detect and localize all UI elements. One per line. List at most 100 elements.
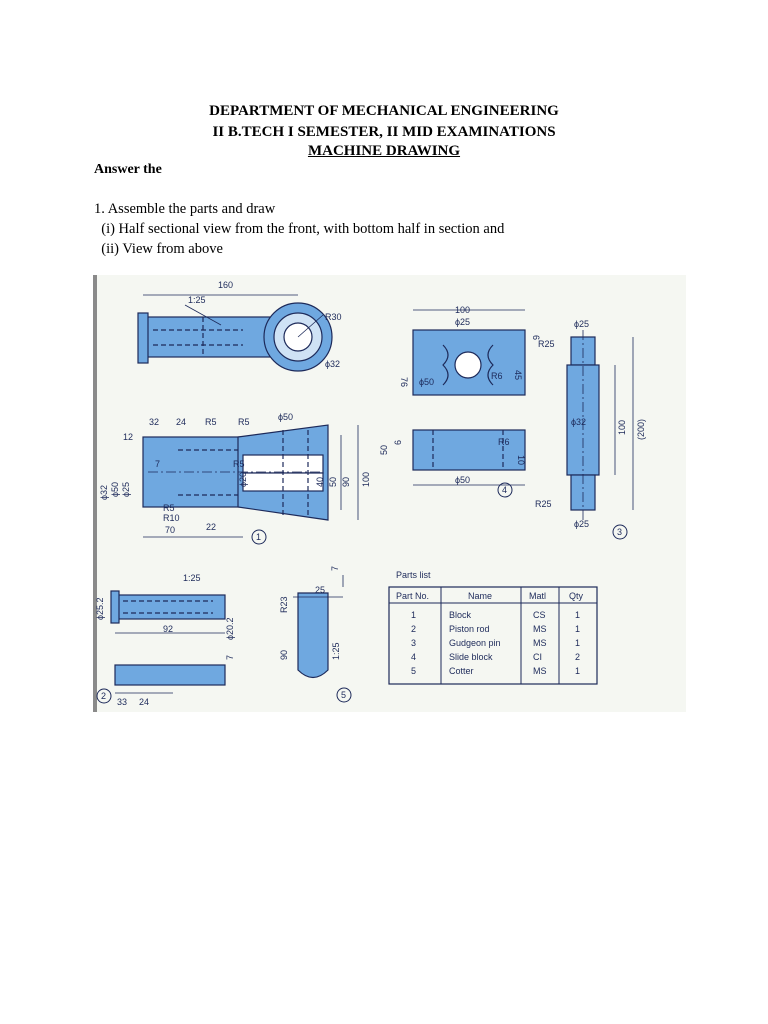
part1-top-flange: [137, 312, 149, 364]
dim-r30: R30: [325, 312, 342, 322]
table-row-5-partno: 5: [411, 666, 416, 676]
dim-phi50: ϕ50: [278, 412, 293, 422]
part-5-cotter: [293, 575, 344, 679]
p3-dim-phi25b: ϕ25: [574, 519, 589, 529]
table-row-1-name: Block: [449, 610, 472, 620]
p4-dim-r6: R6: [491, 371, 503, 381]
part-4-slide-block: [412, 309, 526, 486]
p3-dim-r25b: R25: [535, 499, 552, 509]
parts-list: Parts list Part No. Name Matl Qty 1 Bloc…: [388, 570, 598, 685]
table-row-1-qty: 1: [575, 610, 580, 620]
part1-r30-leader: [297, 314, 324, 338]
p5-dim-25: 25: [315, 585, 325, 595]
question-line-2: (i) Half sectional view from the front, …: [94, 221, 505, 237]
p2-dim-7: 7: [225, 655, 235, 660]
part4-number: 4: [502, 485, 507, 495]
subject-title: MACHINE DRAWING: [307, 143, 461, 159]
dim-phi32: ϕ32: [325, 359, 340, 369]
part1-number: 1: [256, 532, 261, 542]
table-row-3-qty: 1: [575, 638, 580, 648]
dim-phi20: ϕ20: [238, 472, 248, 487]
part5-number: 5: [341, 690, 346, 700]
parts-header-qty: Qty: [569, 591, 584, 601]
p2-dim-33: 33: [117, 697, 127, 707]
parts-header-matl: Matl: [529, 591, 546, 601]
p4-dim-100: 100: [455, 305, 470, 315]
part-1-block: [137, 294, 359, 538]
part2-labels: 1:25 ϕ25.2 92 ϕ20.2 7 33 24 2: [95, 573, 235, 707]
table-row-5-name: Cotter: [449, 666, 474, 676]
p4-dim-r6b: R6: [498, 437, 510, 447]
part4-front-view: [412, 429, 526, 471]
dim-r5-d: R5: [163, 503, 175, 513]
table-row-2-matl: MS: [533, 624, 547, 634]
table-row-5-qty: 1: [575, 666, 580, 676]
dim-taper-1: 1:25: [188, 295, 206, 305]
dim-r5-b: R5: [238, 417, 250, 427]
table-row-2-name: Piston rod: [449, 624, 490, 634]
p2-dim-24: 24: [139, 697, 149, 707]
dim-phi50-v: ϕ50: [110, 482, 120, 497]
p2-dim-phi25: ϕ25.2: [95, 597, 105, 620]
part5-labels: 7 25 R23 90 1:25 5: [279, 566, 352, 703]
dim-24: 24: [176, 417, 186, 427]
p4-dim-6: 6: [531, 335, 541, 340]
p4-dim-10: 10: [516, 455, 526, 465]
part1-taper-leader: [184, 304, 222, 326]
question-line-3: (ii) View from above: [94, 241, 223, 257]
parts-header-partno: Part No.: [396, 591, 429, 601]
p2-dim-taper: 1:25: [183, 573, 201, 583]
part2-rod: [114, 594, 226, 620]
dim-22: 22: [206, 522, 216, 532]
table-row-3-matl: MS: [533, 638, 547, 648]
table-row-1-partno: 1: [411, 610, 416, 620]
dim-90: 90: [341, 477, 351, 487]
table-row-2-qty: 1: [575, 624, 580, 634]
p3-dim-phi25: ϕ25: [574, 319, 589, 329]
part-3-gudgeon-pin: [566, 330, 634, 520]
part2-rod-view2: [114, 664, 226, 686]
department-title: DEPARTMENT OF MECHANICAL ENGINEERING: [209, 103, 559, 119]
dim-100-v: 100: [361, 472, 371, 487]
dim-r5-c: R5: [233, 459, 245, 469]
dim-phi32-v: ϕ32: [99, 485, 109, 500]
question: 1. Assemble the parts and draw (i) Half …: [94, 199, 504, 259]
p5-dim-7: 7: [330, 566, 340, 571]
table-row-1-matl: CS: [533, 610, 546, 620]
part2-number-circle: [96, 688, 112, 704]
table-row-4-name: Slide block: [449, 652, 493, 662]
part1-labels: 160 1:25 R30 ϕ32 32 24 R5 R5 ϕ50 12 7 ϕ3…: [99, 280, 371, 545]
p5-dim-90: 90: [279, 650, 289, 660]
table-row-2-partno: 2: [411, 624, 416, 634]
question-line-1: 1. Assemble the parts and draw: [94, 201, 276, 217]
machine-drawing: 160 1:25 R30 ϕ32 32 24 R5 R5 ϕ50 12 7 ϕ3…: [93, 275, 686, 712]
p4-dim-50: 50: [379, 445, 389, 455]
parts-table-border: [388, 586, 598, 685]
part4-labels: 100 ϕ25 6 76 45 ϕ50 R6 50 6 R6 10 ϕ50 4: [379, 305, 541, 498]
p5-dim-r23: R23: [279, 596, 289, 613]
part5-body: [297, 592, 329, 679]
table-row-3-partno: 3: [411, 638, 416, 648]
part1-number-circle: [251, 529, 267, 545]
dim-7: 7: [155, 459, 160, 469]
table-row-5-matl: MS: [533, 666, 547, 676]
part2-number: 2: [101, 691, 106, 701]
drawing-svg: 160 1:25 R30 ϕ32 32 24 R5 R5 ϕ50 12 7 ϕ3…: [93, 275, 646, 712]
table-row-4-partno: 4: [411, 652, 416, 662]
table-row-4-matl: CI: [533, 652, 542, 662]
part3-labels: ϕ25 R25 ϕ32 100 (200) R25 ϕ25 3: [535, 319, 646, 540]
instruction: Answer the: [94, 162, 162, 177]
p2-dim-92: 92: [163, 624, 173, 634]
dim-12: 12: [123, 432, 133, 442]
part-2-piston-rod: [110, 590, 226, 694]
p3-dim-r25: R25: [538, 339, 555, 349]
part3-number-circle: [612, 524, 628, 540]
dim-160: 160: [218, 280, 233, 290]
p4-dim-phi25: ϕ25: [455, 317, 470, 327]
part4-curve-left: [442, 344, 449, 386]
p3-dim-phi32: ϕ32: [571, 417, 586, 427]
p3-dim-100: 100: [617, 420, 627, 435]
dim-r5-a: R5: [205, 417, 217, 427]
p4-dim-phi50b: ϕ50: [455, 475, 470, 485]
table-row-3-name: Gudgeon pin: [449, 638, 501, 648]
